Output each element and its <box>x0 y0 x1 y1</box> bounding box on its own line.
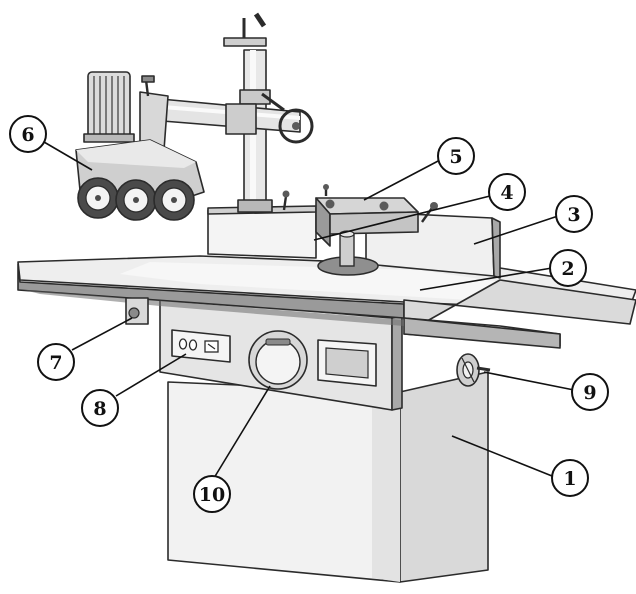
indicator-lamp <box>188 339 198 351</box>
leader-line-1 <box>451 435 553 477</box>
svg-text:1: 1 <box>563 468 576 490</box>
callout-5: 5 <box>437 137 475 175</box>
callout-8: 8 <box>81 389 119 427</box>
switch-plate <box>171 329 231 363</box>
svg-text:2: 2 <box>561 258 574 280</box>
feeder-roller <box>77 177 119 219</box>
callout-7: 7 <box>37 343 75 381</box>
callout-6: 6 <box>9 115 47 153</box>
leader-line-10 <box>213 385 271 479</box>
callout-2: 2 <box>549 249 587 287</box>
svg-text:4: 4 <box>500 182 513 204</box>
svg-text:7: 7 <box>49 352 62 374</box>
svg-text:6: 6 <box>21 124 34 146</box>
leader-line-9 <box>483 371 575 391</box>
feeder-roller <box>115 179 157 221</box>
spindle-cutter <box>317 230 379 276</box>
leader-line-8 <box>115 353 187 397</box>
svg-text:10: 10 <box>199 484 225 506</box>
leader-line-6 <box>43 141 93 171</box>
feeder-roller <box>153 179 195 221</box>
svg-text:3: 3 <box>567 204 580 226</box>
indicator-lamp <box>178 338 188 350</box>
callout-4: 4 <box>488 173 526 211</box>
callout-9: 9 <box>571 373 609 411</box>
speed-selector-wheel <box>248 330 308 390</box>
svg-text:8: 8 <box>93 398 106 420</box>
power-feeder <box>75 71 205 221</box>
leader-line-5 <box>363 159 441 201</box>
leader-line-4 <box>313 195 491 241</box>
leader-lines <box>43 141 575 479</box>
display-window <box>317 339 377 387</box>
leader-line-2 <box>419 267 553 291</box>
svg-text:5: 5 <box>449 146 462 168</box>
leader-line-3 <box>473 215 559 245</box>
callout-1: 1 <box>551 459 589 497</box>
height-adjust-handwheel <box>456 353 491 387</box>
leader-line-7 <box>71 317 133 351</box>
svg-text:9: 9 <box>583 382 596 404</box>
feeder-arm <box>139 75 314 151</box>
callout-3: 3 <box>555 195 593 233</box>
fence-guard <box>207 184 501 279</box>
callout-10: 10 <box>193 475 231 513</box>
machine-base-cabinet <box>167 371 489 583</box>
